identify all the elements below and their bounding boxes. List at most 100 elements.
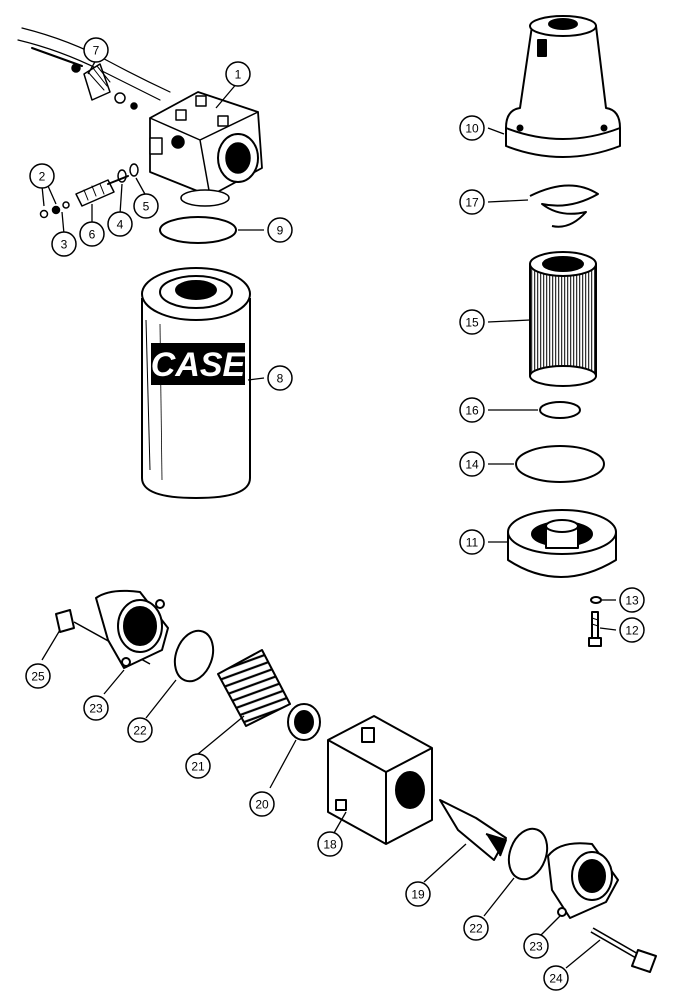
callout-c24: 24 <box>543 965 569 991</box>
callout-number: 22 <box>469 922 483 936</box>
callout-c4: 4 <box>107 211 133 237</box>
callout-number: 20 <box>255 798 269 812</box>
o-ring-14 <box>515 445 605 483</box>
callout-circle <box>459 397 485 423</box>
callout-number: 1 <box>235 68 242 82</box>
callout-number: 9 <box>277 224 284 238</box>
callout-c11: 11 <box>459 529 485 555</box>
callout-c21: 21 <box>185 753 211 779</box>
callout-c23a: 23 <box>83 695 109 721</box>
filter-canister: CASE <box>141 267 251 500</box>
callout-circle <box>459 189 485 215</box>
callout-circle <box>405 881 431 907</box>
callout-circle <box>619 587 645 613</box>
callout-circle <box>79 221 105 247</box>
callout-c25: 25 <box>25 663 51 689</box>
relief-valve-parts <box>55 589 657 973</box>
rod-part <box>31 47 83 67</box>
callout-number: 3 <box>61 238 68 252</box>
callout-c3: 3 <box>51 231 77 257</box>
callout-c7: 7 <box>83 37 109 63</box>
callout-circle <box>543 965 569 991</box>
callout-number: 10 <box>465 122 479 136</box>
callout-layer: 1234567891011121314151617181920212222232… <box>25 37 645 991</box>
callout-number: 7 <box>93 44 100 58</box>
remote-filter-parts <box>505 15 621 647</box>
callout-circle <box>29 163 55 189</box>
valve-body <box>327 715 433 845</box>
callout-circle <box>133 193 159 219</box>
callout-number: 5 <box>143 200 150 214</box>
check-valve <box>439 799 507 861</box>
o-ring-16 <box>539 401 581 419</box>
callout-number: 14 <box>465 458 479 472</box>
plug-25 <box>55 609 75 633</box>
callout-number: 12 <box>625 624 639 638</box>
callout-c22a: 22 <box>127 717 153 743</box>
callout-c14: 14 <box>459 451 485 477</box>
callout-circle <box>317 831 343 857</box>
callout-circle <box>267 365 293 391</box>
callout-number: 8 <box>277 372 284 386</box>
callout-circle <box>107 211 133 237</box>
callout-c20: 20 <box>249 791 275 817</box>
callout-number: 6 <box>89 228 96 242</box>
callout-c9: 9 <box>267 217 293 243</box>
callout-number: 22 <box>133 724 147 738</box>
callout-circle <box>83 695 109 721</box>
callout-number: 19 <box>411 888 425 902</box>
callout-c18: 18 <box>317 831 343 857</box>
filter-housing <box>505 18 621 158</box>
callout-c6: 6 <box>79 221 105 247</box>
callout-c22b: 22 <box>463 915 489 941</box>
callout-circle <box>459 115 485 141</box>
callout-number: 2 <box>39 170 46 184</box>
callout-circle <box>459 309 485 335</box>
callout-number: 23 <box>529 940 543 954</box>
callout-c8: 8 <box>267 365 293 391</box>
callout-c12: 12 <box>619 617 645 643</box>
o-ring-22-right <box>507 827 549 881</box>
filter-element <box>529 263 597 377</box>
o-ring-22-left <box>173 629 215 683</box>
callout-circle <box>267 217 293 243</box>
spring-21 <box>217 649 291 727</box>
filter-brand-text: CASE <box>151 346 247 384</box>
callout-number: 18 <box>323 838 337 852</box>
callout-c19: 19 <box>405 881 431 907</box>
callout-circle <box>249 791 275 817</box>
callout-number: 16 <box>465 404 479 418</box>
callout-circle <box>523 933 549 959</box>
callout-c16: 16 <box>459 397 485 423</box>
callout-c17: 17 <box>459 189 485 215</box>
callout-circle <box>225 61 251 87</box>
callout-number: 15 <box>465 316 479 330</box>
callout-c1: 1 <box>225 61 251 87</box>
callout-c2: 2 <box>29 163 55 189</box>
callout-circle <box>51 231 77 257</box>
callout-number: 4 <box>117 218 124 232</box>
spring-17 <box>529 184 599 228</box>
callout-c5: 5 <box>133 193 159 219</box>
filter-head-parts <box>17 27 263 244</box>
callout-circle <box>185 753 211 779</box>
callout-number: 24 <box>549 972 563 986</box>
callout-circle <box>459 451 485 477</box>
callout-number: 13 <box>625 594 639 608</box>
callout-c10: 10 <box>459 115 485 141</box>
callout-circle <box>83 37 109 63</box>
callout-number: 17 <box>465 196 479 210</box>
callout-number: 11 <box>466 536 479 550</box>
callout-c13: 13 <box>619 587 645 613</box>
callout-circle <box>25 663 51 689</box>
callout-circle <box>127 717 153 743</box>
o-ring-9 <box>159 216 237 244</box>
callout-circle <box>459 529 485 555</box>
callout-number: 23 <box>89 702 103 716</box>
callout-circle <box>619 617 645 643</box>
callout-c23b: 23 <box>523 933 549 959</box>
callout-number: 21 <box>191 760 205 774</box>
callout-c15: 15 <box>459 309 485 335</box>
callout-number: 25 <box>31 670 45 684</box>
